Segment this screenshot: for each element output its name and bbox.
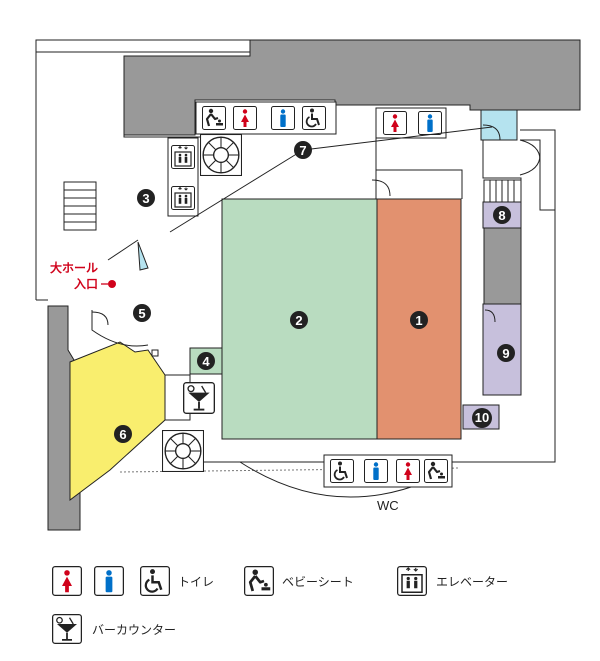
escalator-icon — [162, 430, 204, 472]
door-icon — [151, 349, 159, 357]
room-6 — [69, 341, 166, 501]
svg-text:1: 1 — [415, 313, 422, 328]
elevator-icon — [171, 186, 195, 210]
marker-7[interactable]: 7 — [294, 141, 312, 159]
female-toilet-icon — [396, 459, 420, 483]
male-toilet-icon — [271, 106, 295, 130]
baby-seat-icon — [424, 459, 448, 483]
lower-facility-icons — [323, 454, 453, 488]
door-icon — [137, 241, 149, 271]
marker-8[interactable]: 8 — [493, 206, 511, 224]
cocktail-icon — [52, 614, 82, 644]
entrance-label-line1: 大ホール — [50, 260, 98, 275]
female-toilet-icon — [52, 566, 82, 596]
baby-seat-icon — [244, 566, 274, 596]
male-toilet-icon — [94, 566, 124, 596]
wc-label: WC — [377, 498, 399, 513]
svg-text:2: 2 — [295, 313, 302, 328]
female-toilet-icon — [233, 106, 257, 130]
svg-text:9: 9 — [502, 346, 509, 361]
entrance-dot — [108, 280, 116, 288]
wheelchair-icon — [330, 459, 354, 483]
marker-5[interactable]: 5 — [133, 304, 151, 322]
entrance-label-line2: 入口 — [74, 277, 98, 291]
door-icon — [91, 124, 541, 326]
upper-left-facility-icons — [195, 101, 337, 135]
elevator-column — [167, 137, 199, 217]
male-toilet-icon — [418, 111, 442, 135]
svg-text:4: 4 — [202, 354, 210, 369]
escalator-icon — [200, 134, 242, 176]
svg-text:7: 7 — [299, 143, 306, 158]
legend-bar-counter-label: バーカウンター — [92, 623, 176, 637]
marker-2[interactable]: 2 — [290, 311, 308, 329]
marker-7-leader — [169, 126, 493, 233]
wheelchair-icon — [140, 566, 170, 596]
marker-9[interactable]: 9 — [497, 344, 515, 362]
marker-4[interactable]: 4 — [197, 352, 215, 370]
baby-seat-icon — [202, 106, 226, 130]
corridor-arc — [239, 461, 426, 498]
stairs-icon — [63, 179, 522, 231]
svg-text:10: 10 — [475, 410, 489, 425]
marker-1[interactable]: 1 — [410, 311, 428, 329]
svg-text:8: 8 — [498, 208, 505, 223]
male-toilet-icon — [364, 459, 388, 483]
svg-text:3: 3 — [142, 191, 149, 206]
female-toilet-icon — [383, 111, 407, 135]
elevator-icon — [397, 566, 427, 596]
marker-6[interactable]: 6 — [114, 425, 132, 443]
rooms — [69, 109, 522, 501]
legend-baby-seat-label: ベビーシート — [282, 575, 354, 589]
svg-text:6: 6 — [119, 427, 126, 442]
marker-10[interactable]: 10 — [472, 408, 492, 428]
elevator-icon — [171, 145, 195, 169]
legend-toilet-label: トイレ — [178, 575, 214, 589]
cocktail-icon — [183, 382, 215, 414]
upper-right-facility-icons — [375, 107, 447, 139]
legend: トイレ ベビーシート エレベーター バーカウンター — [52, 566, 508, 644]
legend-elevator-label: エレベーター — [436, 575, 508, 589]
wheelchair-icon — [302, 106, 326, 130]
marker-3[interactable]: 3 — [137, 189, 155, 207]
svg-text:5: 5 — [138, 306, 145, 321]
